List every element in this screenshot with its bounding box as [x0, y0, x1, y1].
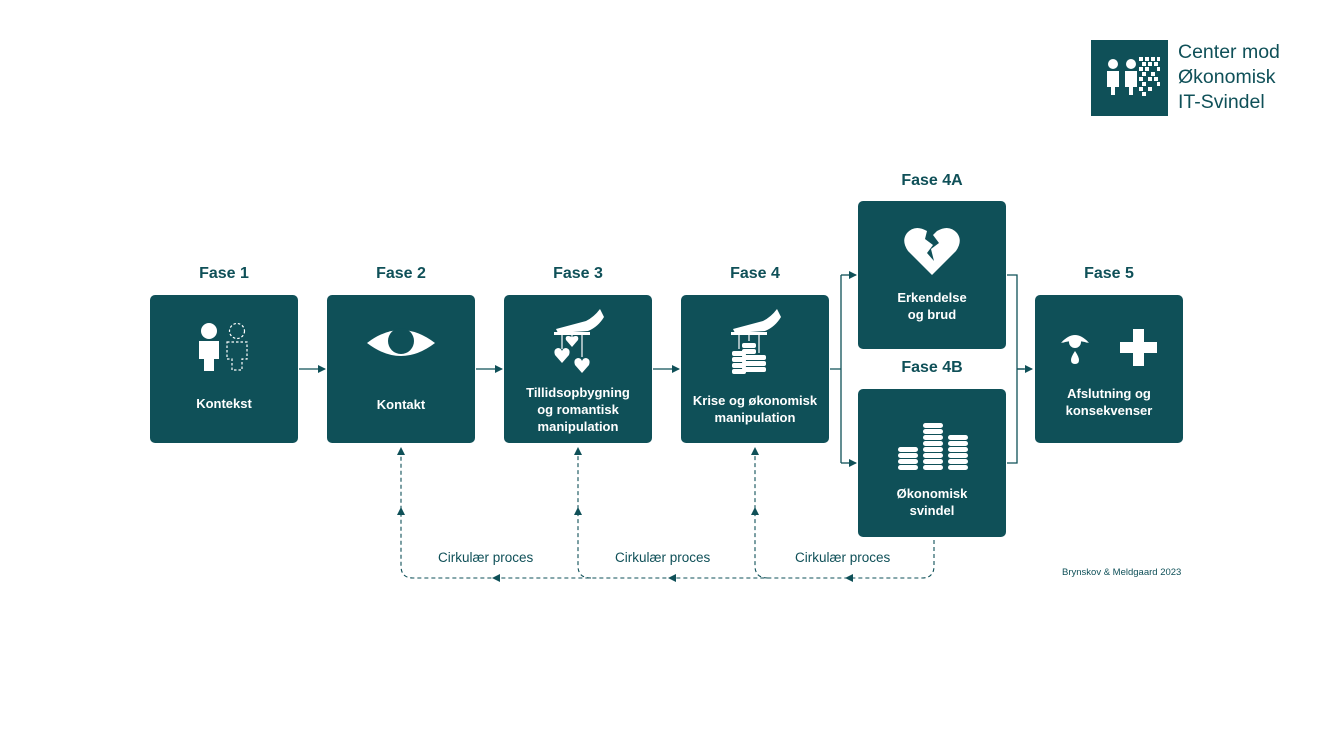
phase-label-line: Økonomisk	[896, 486, 968, 501]
logo-line: Center mod	[1178, 41, 1280, 63]
loop-arrowhead	[751, 507, 759, 515]
circular-process-label: Cirkulær proces	[615, 550, 711, 565]
coin-stacks-icon	[898, 423, 968, 470]
logo-line: Økonomisk	[1178, 66, 1276, 88]
loop-arrowhead	[492, 574, 500, 582]
crying-eye-and-plus-icon	[1061, 329, 1157, 366]
phase-title-2: Fase 2	[376, 265, 426, 282]
eye-icon	[367, 328, 435, 356]
circular-process-label: Cirkulær proces	[795, 550, 891, 565]
phase-label-1: Kontekst	[150, 395, 298, 412]
phase-box-3: Tillidsopbygning og romantisk manipulati…	[504, 295, 652, 443]
loop-arrowhead	[574, 447, 582, 455]
phase-box-4: Krise og økonomisk manipulation	[681, 295, 829, 443]
phase-label-line: Erkendelse	[897, 290, 967, 305]
two-people-icon	[199, 322, 248, 371]
phase-title-4b: Fase 4B	[901, 359, 963, 376]
phase-label-4: Krise og økonomisk manipulation	[681, 392, 829, 426]
loop-arrowhead	[845, 574, 853, 582]
phase-label-line: manipulation	[714, 410, 796, 425]
loop-arrowhead	[397, 507, 405, 515]
phase-box-1: Kontekst	[150, 295, 298, 443]
logo-wordmark: Center mod Økonomisk IT-Svindel	[1178, 40, 1328, 115]
phase-label-line: svindel	[909, 503, 955, 518]
circular-process-label: Cirkulær proces	[438, 550, 534, 565]
phase-label-line: og brud	[907, 307, 957, 322]
logo-line: IT-Svindel	[1178, 91, 1265, 113]
phase-label-line: Tillidsopbygning	[526, 385, 630, 400]
source-credit: Brynskov & Meldgaard 2023	[1062, 567, 1182, 578]
logo-mark	[1091, 40, 1168, 116]
phase-label-4a: Erkendelse og brud	[858, 289, 1006, 323]
loop-up-3	[577, 449, 592, 579]
phase-box-5: Afslutning og konsekvenser	[1035, 295, 1183, 443]
phase-label-line: Kontakt	[376, 397, 426, 412]
loop-arrowhead	[751, 447, 759, 455]
phase-label-line: og romantisk	[537, 402, 619, 417]
phase-box-4b: Økonomisk svindel	[858, 389, 1006, 537]
loop-arrowhead	[397, 447, 405, 455]
loop-arrowhead	[668, 574, 676, 582]
broken-heart-icon	[904, 227, 960, 275]
phase-label-line: Afslutning og	[1067, 386, 1151, 401]
loop-up-4	[754, 449, 769, 579]
phase-title-5: Fase 5	[1084, 265, 1134, 282]
branch-4-split	[830, 275, 842, 463]
phase-title-4a: Fase 4A	[901, 172, 963, 189]
phase-label-5: Afslutning og konsekvenser	[1035, 385, 1183, 419]
loop-arrowhead	[574, 507, 582, 515]
phase-label-3: Tillidsopbygning og romantisk manipulati…	[504, 384, 652, 435]
people-pixel-logo-icon	[1107, 57, 1160, 96]
hand-puppeteering-coins-icon	[731, 309, 781, 374]
phase-title-1: Fase 1	[199, 265, 249, 282]
phase-label-line: manipulation	[537, 419, 619, 434]
loop-return-path	[400, 449, 935, 579]
phase-label-4b: Økonomisk svindel	[858, 485, 1006, 519]
hand-puppeteering-hearts-icon	[554, 309, 604, 373]
phase-label-line: konsekvenser	[1065, 403, 1153, 418]
phase-box-2: Kontakt	[327, 295, 475, 443]
phase-label-line: Kontekst	[196, 396, 252, 411]
phase-title-4: Fase 4	[730, 265, 780, 282]
phase-label-2: Kontakt	[327, 396, 475, 413]
phase-box-4a: Erkendelse og brud	[858, 201, 1006, 349]
phase-label-line: Krise og økonomisk	[692, 393, 818, 408]
phase-title-3: Fase 3	[553, 265, 603, 282]
